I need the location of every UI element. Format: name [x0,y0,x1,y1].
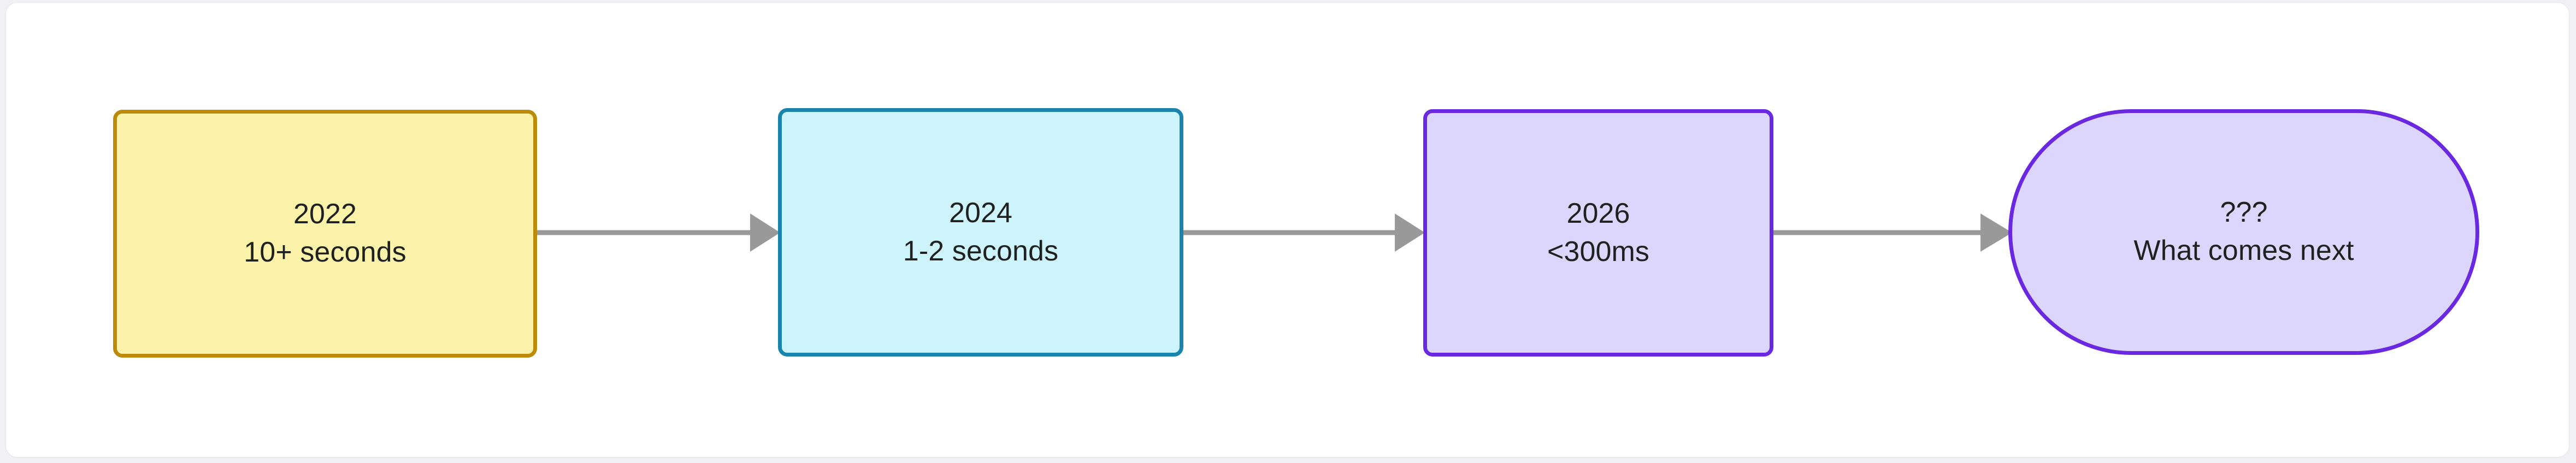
node-future[interactable]: ??? What comes next [2008,109,2479,355]
node-2024[interactable]: 2024 1-2 seconds [778,108,1183,357]
arrowhead-icon [750,213,780,252]
node-2022[interactable]: 2022 10+ seconds [113,110,537,358]
edge-2026-to-future [1771,213,2012,252]
node-2024-label: 2024 1-2 seconds [903,197,1059,267]
edge-layer [535,213,2012,252]
node-2026-label: 2026 <300ms [1547,197,1650,268]
arrowhead-icon [1980,213,2012,252]
arrowhead-icon [1395,213,1425,252]
flowchart-canvas: 2022 10+ seconds 2024 1-2 seconds 2026 <… [6,3,2569,457]
edge-2024-to-2026 [1182,213,1425,252]
node-2026[interactable]: 2026 <300ms [1423,109,1773,357]
node-future-label: ??? What comes next [2133,197,2354,266]
edge-2022-to-2024 [535,213,780,252]
diagram-card: 2022 10+ seconds 2024 1-2 seconds 2026 <… [5,2,2569,458]
node-2022-label: 2022 10+ seconds [244,198,406,268]
